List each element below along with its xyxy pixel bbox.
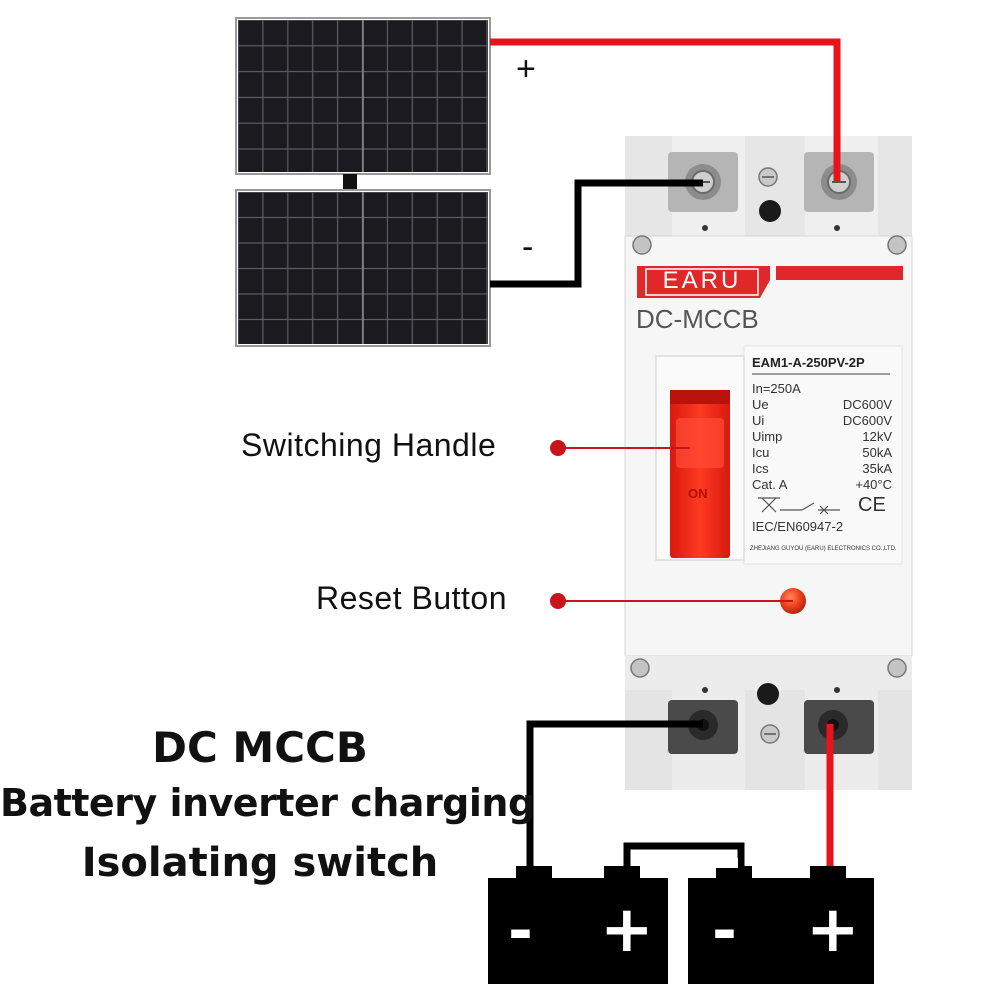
- callout-switching-handle: Switching Handle: [241, 427, 497, 463]
- battery-right: [688, 866, 874, 984]
- caption-line-3: Isolating switch: [81, 840, 439, 886]
- spec-value: DC600V: [842, 413, 892, 428]
- spec-label: [743, 345, 903, 565]
- spec-key: Ui: [752, 413, 765, 428]
- top-center-screw: [758, 167, 781, 222]
- panel-connector: [343, 174, 357, 192]
- spec-key: Icu: [752, 445, 770, 460]
- callout-dot: [550, 593, 566, 609]
- battery-gap: [640, 858, 738, 868]
- spec-value: 35kA: [862, 461, 892, 476]
- spec-key: Uimp: [752, 429, 783, 444]
- caption-title: DC MCCB: [152, 723, 368, 772]
- solar-panel-bottom: [235, 189, 491, 347]
- spec-key: Ue: [752, 397, 769, 412]
- corner-screw: [632, 235, 652, 255]
- disconnector-symbol-icon: [758, 497, 840, 515]
- panel-positive-label: +: [516, 50, 536, 88]
- spec-value: 12kV: [862, 429, 892, 444]
- battery-left-negative: -: [508, 896, 533, 966]
- battery-gap: [670, 862, 686, 984]
- battery-right-positive: +: [806, 893, 860, 967]
- battery-right-negative: -: [712, 896, 737, 966]
- spec-key: Ics: [752, 461, 769, 476]
- switching-handle[interactable]: [670, 390, 730, 558]
- spec-value: 50kA: [862, 445, 892, 460]
- caption-line-2: Battery inverter charging: [0, 781, 535, 825]
- callout-reset-button: Reset Button: [316, 580, 507, 616]
- battery-left: [488, 866, 668, 984]
- manufacturer-label: ZHEJIANG GUYOU (EARU) ELECTRONICS CO.,LT…: [750, 546, 897, 552]
- wire-positive-panel: [490, 38, 841, 182]
- bottom-center-screw: [757, 683, 780, 744]
- corner-screw: [887, 658, 907, 678]
- handle-on-text: ON: [688, 486, 708, 501]
- bottom-terminal-right: [804, 700, 874, 754]
- wire-negative-panel: [490, 179, 703, 288]
- brand-strip: [637, 266, 903, 298]
- rated-current: In=250A: [752, 381, 801, 396]
- corner-screw: [887, 235, 907, 255]
- spec-value: +40°C: [855, 477, 892, 492]
- wire-battery-negative: [526, 720, 703, 870]
- spec-value: DC600V: [842, 397, 892, 412]
- spec-key: Cat. A: [752, 477, 788, 492]
- ce-mark: CE: [858, 494, 886, 516]
- wire-battery-link: [623, 842, 745, 870]
- brand-logo: EARU: [662, 267, 742, 294]
- model-number: EAM1-A-250PV-2P: [752, 355, 865, 370]
- solar-panel-top: [235, 17, 491, 175]
- breaker-type-label: DC-MCCB: [636, 304, 759, 334]
- corner-screw: [630, 658, 650, 678]
- battery-left-positive: +: [600, 893, 654, 967]
- panel-negative-label: -: [522, 228, 534, 266]
- standard-label: IEC/EN60947-2: [752, 519, 844, 534]
- callout-dot: [550, 440, 566, 456]
